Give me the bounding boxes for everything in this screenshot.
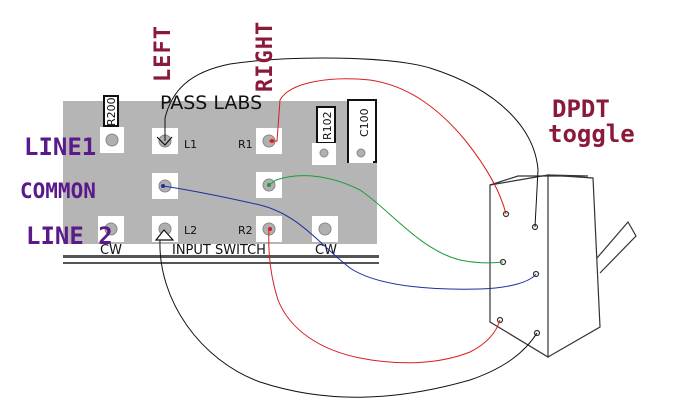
dpdt-label: DPDT bbox=[552, 95, 610, 123]
lug-top-left bbox=[502, 210, 510, 218]
hole-c100 bbox=[356, 148, 366, 158]
switch-lever bbox=[596, 220, 637, 274]
line1-label: LINE1 bbox=[24, 133, 96, 161]
r2-label: R2 bbox=[238, 224, 253, 237]
wire-red-r2 bbox=[268, 228, 501, 364]
toggle-label: toggle bbox=[548, 120, 635, 148]
brand-label: PASS LABS bbox=[160, 92, 262, 114]
wire-red-r1 bbox=[269, 78, 507, 215]
cw-left-label: CW bbox=[100, 243, 122, 258]
hole-cw-right bbox=[318, 222, 332, 236]
wire-green-common bbox=[268, 175, 504, 264]
input-switch-label: INPUT SWITCH bbox=[172, 243, 266, 258]
l1-label: L1 bbox=[184, 138, 197, 151]
hole-r102 bbox=[319, 148, 329, 158]
switch-front-face bbox=[489, 174, 549, 359]
pcb-board: PASS LABS R200 R102 C100 bbox=[63, 92, 379, 264]
wire-black-l1 bbox=[164, 57, 539, 228]
r200-outline bbox=[103, 95, 119, 127]
r200-label: R200 bbox=[105, 97, 118, 126]
l2-label: L2 bbox=[184, 224, 197, 237]
r102-label: R102 bbox=[321, 111, 334, 140]
line2-label: LINE 2 bbox=[26, 222, 113, 250]
r1-label: R1 bbox=[238, 138, 253, 151]
c100-label: C100 bbox=[358, 108, 371, 137]
hole-r200 bbox=[105, 133, 119, 147]
cw-right-label: CW bbox=[315, 243, 337, 258]
lug-bottom-left bbox=[496, 316, 504, 324]
common-right-dot bbox=[267, 183, 271, 187]
l2-cap-mark bbox=[154, 229, 175, 241]
wire-black-l2 bbox=[159, 239, 538, 398]
hole-cw-left bbox=[104, 222, 118, 236]
wire-blue-common bbox=[162, 185, 537, 290]
lug-bottom-right bbox=[533, 329, 541, 337]
left-label: LEFT bbox=[151, 25, 176, 82]
pcb-bottom-rail-2 bbox=[63, 262, 379, 264]
switch-side-face bbox=[547, 174, 601, 358]
switch-top-face bbox=[489, 174, 589, 186]
common-label: COMMON bbox=[20, 179, 96, 203]
common-left-dot bbox=[161, 184, 165, 188]
pcb-bottom-rail bbox=[63, 255, 379, 258]
right-label: RIGHT bbox=[253, 21, 278, 92]
dpdt-switch bbox=[489, 174, 637, 359]
lug-mid-right bbox=[532, 270, 540, 278]
r1-dot bbox=[270, 139, 274, 143]
pad-holes bbox=[104, 133, 366, 236]
r2-dot bbox=[268, 227, 272, 231]
wires bbox=[159, 57, 539, 398]
l1-arrow-mark bbox=[156, 136, 173, 146]
annotations: LEFT RIGHT LINE1 COMMON LINE 2 DPDT togg… bbox=[20, 21, 635, 250]
